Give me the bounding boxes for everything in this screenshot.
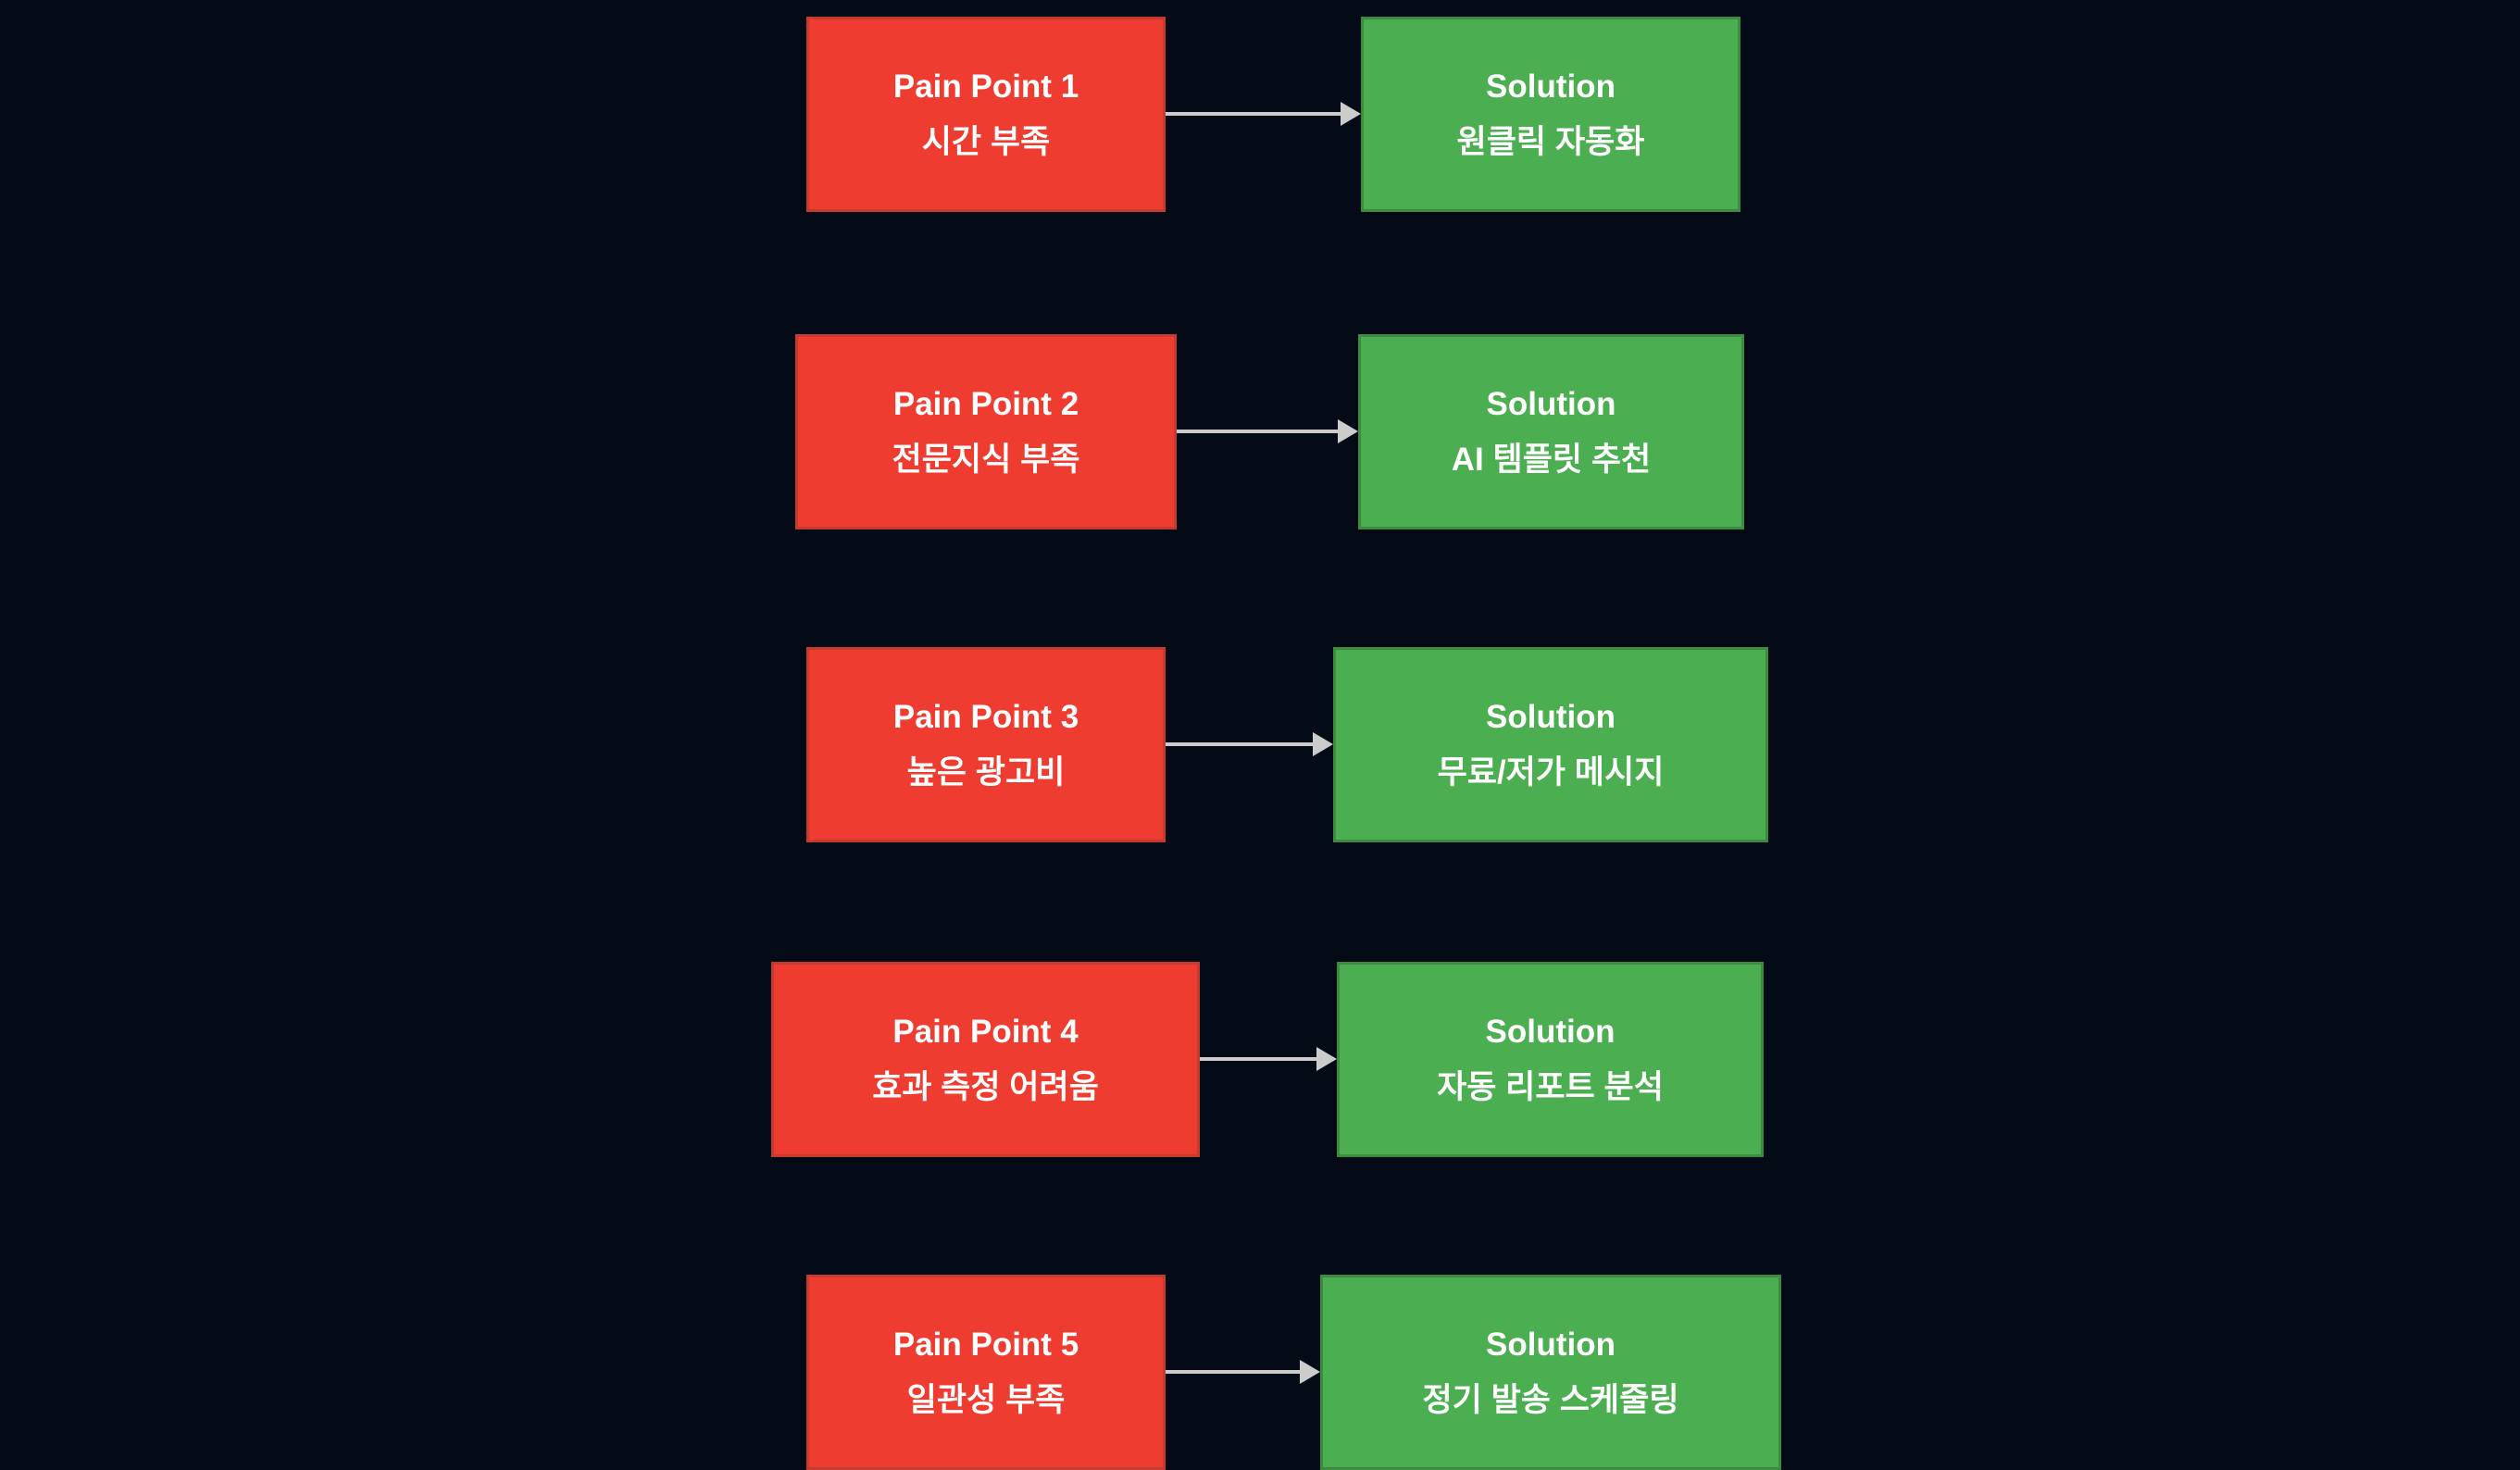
arrow-line-5 — [1166, 1370, 1302, 1374]
solution-5-title: Solution — [1486, 1326, 1616, 1363]
arrow-line-4 — [1200, 1057, 1318, 1061]
pain-point-4-node: Pain Point 4 효과 측정 어려움 — [771, 962, 1200, 1157]
pain-point-5-subtitle: 일관성 부족 — [906, 1381, 1066, 1418]
solution-4-subtitle: 자동 리포트 분석 — [1437, 1068, 1664, 1105]
solution-3-title: Solution — [1486, 698, 1616, 735]
solution-4-node: Solution 자동 리포트 분석 — [1337, 962, 1764, 1157]
pain-point-3-subtitle: 높은 광고비 — [906, 754, 1066, 791]
arrow-head-icon — [1316, 1047, 1337, 1071]
pain-point-5-node: Pain Point 5 일관성 부족 — [806, 1275, 1166, 1470]
solution-2-title: Solution — [1486, 385, 1616, 422]
solution-3-node: Solution 무료/저가 메시지 — [1333, 647, 1768, 842]
arrow-head-icon — [1341, 102, 1361, 126]
pain-point-1-subtitle: 시간 부족 — [921, 123, 1051, 160]
arrow-head-icon — [1338, 419, 1358, 443]
pain-point-4-subtitle: 효과 측정 어려움 — [872, 1068, 1099, 1105]
solution-5-subtitle: 정기 발송 스케줄링 — [1422, 1381, 1679, 1418]
pain-point-3-node: Pain Point 3 높은 광고비 — [806, 647, 1166, 842]
solution-4-title: Solution — [1485, 1013, 1616, 1050]
solution-1-node: Solution 원클릭 자동화 — [1361, 17, 1740, 212]
solution-1-subtitle: 원클릭 자동화 — [1456, 123, 1645, 160]
pain-point-1-title: Pain Point 1 — [892, 68, 1079, 105]
pain-point-3-title: Pain Point 3 — [892, 698, 1079, 735]
pain-point-2-node: Pain Point 2 전문지식 부족 — [795, 334, 1177, 529]
arrow-line-2 — [1177, 430, 1340, 433]
solution-3-subtitle: 무료/저가 메시지 — [1437, 754, 1665, 791]
arrow-line-1 — [1166, 112, 1342, 116]
arrow-line-3 — [1166, 742, 1315, 746]
pain-point-2-subtitle: 전문지식 부족 — [892, 441, 1080, 478]
arrow-head-icon — [1313, 732, 1333, 756]
pain-point-4-title: Pain Point 4 — [892, 1013, 1079, 1050]
solution-1-title: Solution — [1486, 68, 1616, 105]
arrow-head-icon — [1300, 1360, 1320, 1384]
solution-2-subtitle: AI 템플릿 추천 — [1451, 441, 1652, 478]
pain-point-5-title: Pain Point 5 — [892, 1326, 1079, 1363]
pain-point-2-title: Pain Point 2 — [892, 385, 1079, 422]
solution-2-node: Solution AI 템플릿 추천 — [1358, 334, 1744, 529]
solution-5-node: Solution 정기 발송 스케줄링 — [1320, 1275, 1781, 1470]
pain-point-1-node: Pain Point 1 시간 부족 — [806, 17, 1166, 212]
